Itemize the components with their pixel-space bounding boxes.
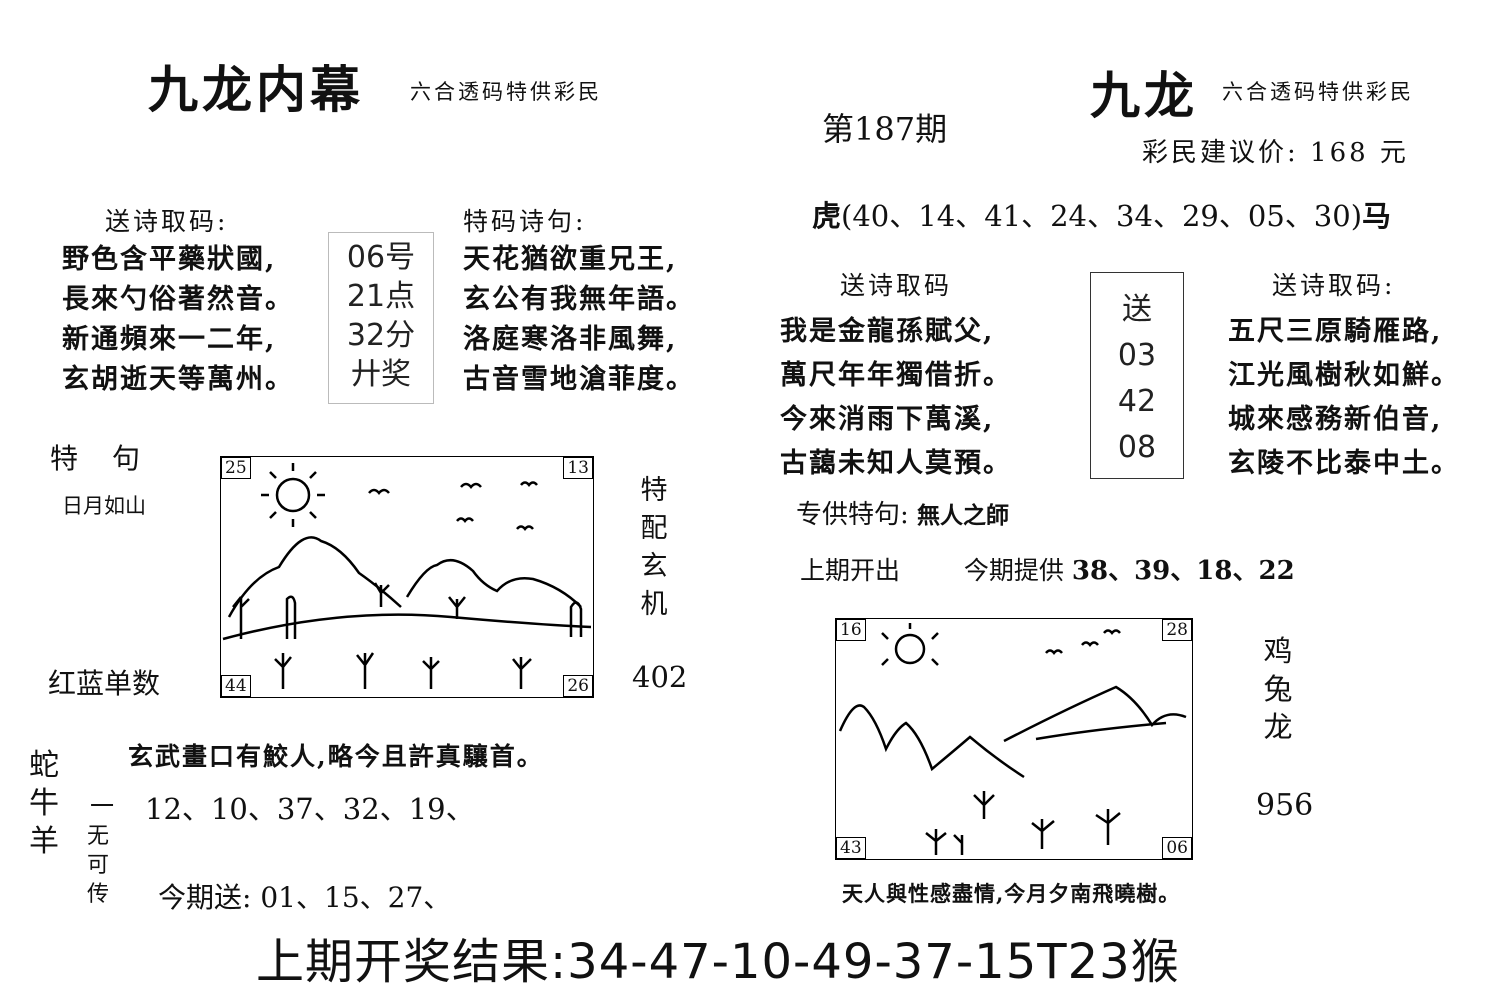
left-code-box: 06号 21点 32分 廾奖 bbox=[328, 232, 434, 404]
number: 37 bbox=[276, 792, 314, 826]
right-title: 九龙 bbox=[1090, 66, 1198, 125]
pic-number-bottom-right: 06 bbox=[1162, 837, 1192, 859]
special-label: 专供特句: bbox=[796, 500, 909, 530]
number: 41 bbox=[984, 199, 1022, 233]
poem-line: 野色含平藥狀國, bbox=[62, 244, 277, 275]
code-line: 06号 bbox=[346, 240, 416, 275]
code-line: 08 bbox=[1117, 430, 1157, 465]
number: 05 bbox=[1247, 199, 1285, 233]
jinqi-label: 今期送: bbox=[158, 881, 252, 914]
number: 24 bbox=[1050, 199, 1088, 233]
left-special-poem: 天花猶欲重兄王, 玄公有我無年語。 洛庭寒洛非風舞, 古音雪地滄菲度。 bbox=[463, 240, 695, 400]
number: 22 bbox=[1258, 556, 1295, 586]
number: 34 bbox=[1116, 199, 1153, 233]
right-side-number: 956 bbox=[1256, 788, 1314, 823]
code-line: 廾奖 bbox=[351, 357, 411, 392]
issue-number: 第187期 bbox=[822, 110, 948, 148]
jinqi-line: 今期送: 01、15、27、 bbox=[158, 881, 452, 914]
horse-label: 马 bbox=[1362, 199, 1392, 233]
number: 40 bbox=[852, 199, 890, 233]
number: 27 bbox=[387, 881, 424, 914]
poem-line: 萬尺年年獨借折。 bbox=[780, 360, 1012, 391]
left-landscape bbox=[222, 463, 592, 689]
pic-number-top-right: 28 bbox=[1162, 619, 1192, 641]
left-special-heading: 特码诗句: bbox=[463, 207, 587, 236]
tiger-line: 虎(40、14、41、24、34、29、05、30)马 bbox=[812, 199, 1392, 233]
yi-label: 一 bbox=[90, 792, 114, 820]
hong-lan-label: 红蓝单数 bbox=[48, 667, 161, 700]
number: 29 bbox=[1181, 199, 1219, 233]
right-landscape bbox=[838, 623, 1187, 855]
left-poem-heading: 送诗取码: bbox=[105, 207, 229, 236]
left-title: 九龙内幕 bbox=[148, 60, 364, 119]
right-poem-left: 我是金龍孫賦父, 萬尺年年獨借折。 今來消雨下萬溪, 古藹未知人莫預。 bbox=[780, 310, 1012, 486]
poem-line: 玄公有我無年語。 bbox=[463, 284, 695, 315]
number: 19 bbox=[408, 792, 446, 826]
pic-number-top-left: 25 bbox=[221, 457, 251, 479]
number: 18 bbox=[1196, 556, 1233, 586]
provide-line: 上期开出 今期提供 38、39、18、22 bbox=[800, 556, 1295, 586]
pic-number-bottom-left: 44 bbox=[221, 675, 251, 697]
poem-line: 玄胡逝天等萬州。 bbox=[62, 364, 294, 395]
poem-line: 長來勺俗著然音。 bbox=[62, 284, 294, 315]
right-poem-heading-right: 送诗取码: bbox=[1272, 271, 1396, 300]
poem-line: 古藹未知人莫預。 bbox=[780, 448, 1012, 479]
left-verse: 玄武畫口有鮫人,略今且許真驤首。 bbox=[128, 742, 544, 771]
number: 15 bbox=[324, 881, 360, 914]
price-label: 彩民建议价: bbox=[1142, 138, 1299, 168]
right-poem-heading-left: 送诗取码 bbox=[840, 271, 953, 300]
poem-line: 古音雪地滄菲度。 bbox=[463, 364, 695, 395]
number: 39 bbox=[1134, 556, 1171, 586]
poem-line: 洛庭寒洛非風舞, bbox=[463, 324, 678, 355]
poem-line: 玄陵不比泰中土。 bbox=[1228, 448, 1460, 479]
number: 32 bbox=[342, 792, 380, 826]
price-value: 168 元 bbox=[1310, 138, 1409, 168]
last-result: 上期开奖结果:34-47-10-49-37-15T23猴 bbox=[256, 934, 1180, 990]
right-pic-caption: 天人與性感盡情,今月夕南飛曉樹。 bbox=[842, 881, 1181, 906]
right-subtitle: 六合透码特供彩民 bbox=[1222, 80, 1414, 104]
poem-line: 江光風樹秋如鮮。 bbox=[1228, 360, 1460, 391]
pic-number-top-right: 13 bbox=[563, 457, 593, 479]
te-ju-label: 特 句 bbox=[50, 442, 144, 475]
number: 30 bbox=[1313, 199, 1351, 233]
number: 01 bbox=[260, 881, 296, 914]
code-line: 42 bbox=[1117, 384, 1157, 419]
poem-line: 我是金龍孫賦父, bbox=[780, 316, 995, 347]
pic-number-bottom-left: 43 bbox=[836, 837, 866, 859]
code-line: 21点 bbox=[346, 279, 416, 314]
price-line: 彩民建议价: 168 元 bbox=[1142, 132, 1409, 169]
send-label: 送 bbox=[1122, 292, 1152, 327]
poem-line: 新通頻來一二年, bbox=[62, 324, 277, 355]
pic-number-top-left: 16 bbox=[836, 619, 866, 641]
special-line: 专供特句: 無人之師 bbox=[796, 494, 1009, 531]
right-poem-right: 五尺三原騎雁路, 江光風樹秋如鮮。 城來感務新伯音, 玄陵不比泰中土。 bbox=[1228, 310, 1460, 486]
number: 12 bbox=[145, 792, 182, 826]
poem-line: 今來消雨下萬溪, bbox=[780, 404, 995, 435]
left-side-vertical: 特配玄机 bbox=[640, 475, 668, 620]
left-poem: 野色含平藥狀國, 長來勺俗著然音。 新通頻來一二年, 玄胡逝天等萬州。 bbox=[62, 240, 294, 400]
poem-line: 五尺三原騎雁路, bbox=[1228, 316, 1443, 347]
left-picture: 25 13 44 26 bbox=[220, 456, 594, 698]
poem-line: 天花猶欲重兄王, bbox=[463, 244, 678, 275]
tiger-label: 虎 bbox=[812, 199, 842, 233]
right-picture: 16 28 43 06 bbox=[835, 618, 1193, 860]
left-animals-vertical: 蛇牛羊 bbox=[29, 748, 59, 859]
wu-ke-chuan: 无可传 bbox=[86, 824, 109, 907]
code-line: 03 bbox=[1117, 338, 1157, 373]
last-label: 上期开出 bbox=[800, 556, 901, 585]
left-numbers-line: 12、10、37、32、19、 bbox=[145, 792, 475, 826]
number: 10 bbox=[210, 792, 248, 826]
number: 38 bbox=[1071, 556, 1109, 586]
te-ju-text: 日月如山 bbox=[62, 494, 146, 518]
this-label: 今期提供 bbox=[963, 556, 1064, 585]
send-box: 送 03 42 08 bbox=[1090, 272, 1184, 479]
right-side-vertical: 鸡兔龙 bbox=[1263, 634, 1293, 744]
left-side-number: 402 bbox=[632, 660, 688, 694]
poem-line: 城來感務新伯音, bbox=[1228, 404, 1443, 435]
number: 14 bbox=[918, 199, 956, 233]
special-text: 無人之師 bbox=[917, 502, 1010, 529]
code-line: 32分 bbox=[346, 318, 416, 353]
left-subtitle: 六合透码特供彩民 bbox=[410, 80, 602, 104]
pic-number-bottom-right: 26 bbox=[563, 675, 593, 697]
